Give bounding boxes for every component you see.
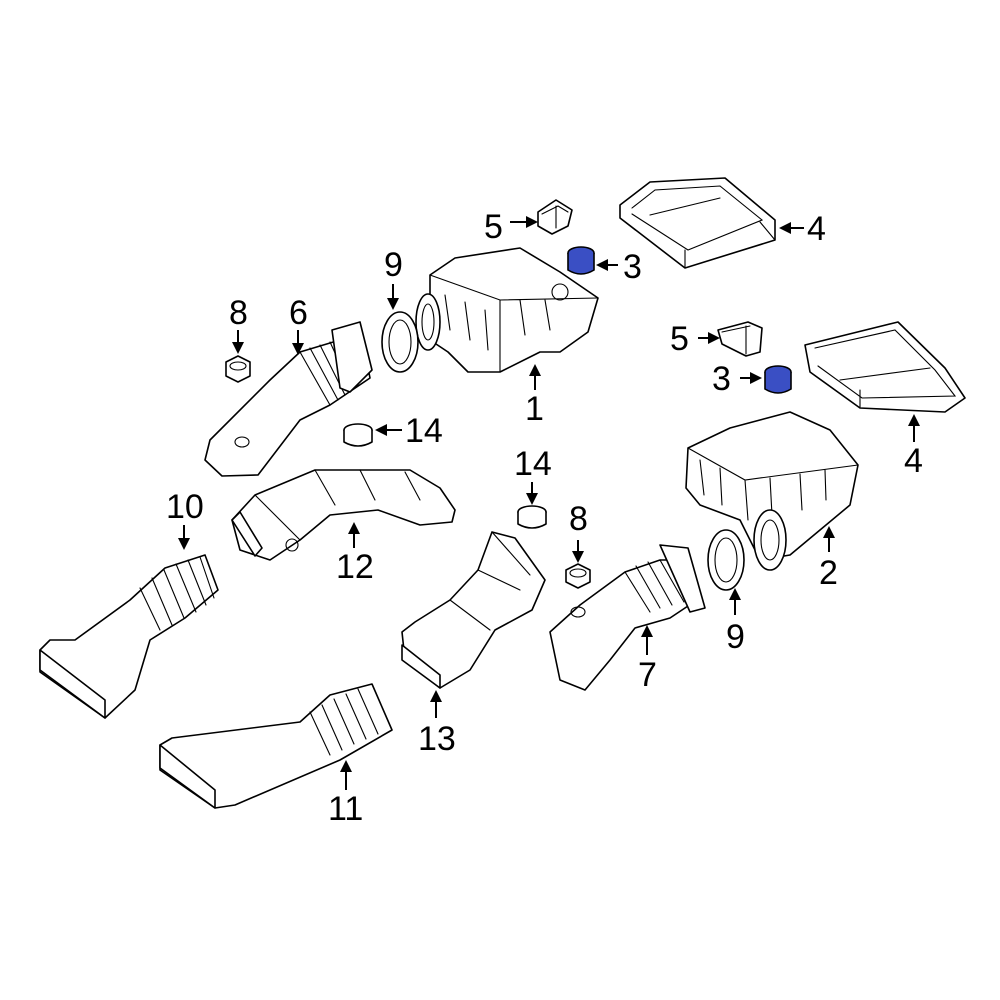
cap-lower[interactable] <box>764 365 792 394</box>
callout-6: 6 <box>289 294 308 332</box>
callout-4-lower: 4 <box>904 442 923 480</box>
air-filter-lower[interactable] <box>804 321 966 413</box>
plug-upper[interactable] <box>343 423 373 447</box>
callout-8-right: 8 <box>569 500 588 538</box>
callout-3-upper: 3 <box>623 248 642 286</box>
callout-labels: 5 3 4 9 1 8 6 14 12 10 11 13 14 8 7 9 2 … <box>166 208 923 828</box>
sensor-lower[interactable] <box>717 321 763 357</box>
plug-lower[interactable] <box>517 505 547 529</box>
callout-14-upper: 14 <box>405 412 443 450</box>
grommet-left[interactable] <box>225 355 251 383</box>
callout-9-lower: 9 <box>726 618 745 656</box>
callout-7: 7 <box>638 656 657 694</box>
air-duct-center[interactable] <box>231 469 456 561</box>
sensor-upper[interactable] <box>537 199 573 235</box>
lower-duct[interactable] <box>159 683 393 809</box>
callout-13: 13 <box>418 720 456 758</box>
callout-9-upper: 9 <box>384 246 403 284</box>
air-filter-upper[interactable] <box>619 177 776 269</box>
air-box-upper[interactable] <box>415 247 599 373</box>
callout-2: 2 <box>819 554 838 592</box>
callout-11: 11 <box>328 790 363 828</box>
callout-10: 10 <box>166 488 204 526</box>
intake-duct-left[interactable] <box>204 321 373 477</box>
callout-3-lower: 3 <box>712 360 731 398</box>
seal-ring-lower[interactable] <box>707 529 745 591</box>
callout-5-lower: 5 <box>670 320 689 358</box>
grommet-right[interactable] <box>565 563 591 589</box>
air-box-lower[interactable] <box>685 411 859 571</box>
seal-ring-upper[interactable] <box>381 311 419 373</box>
intake-duct-right[interactable] <box>549 544 706 691</box>
callout-5-upper: 5 <box>484 208 503 246</box>
callout-1: 1 <box>525 390 544 428</box>
callout-14-lower: 14 <box>514 445 552 483</box>
leader-arrows <box>178 216 920 790</box>
duct-center-lower[interactable] <box>401 531 546 689</box>
callout-4-upper: 4 <box>807 210 826 248</box>
callout-12: 12 <box>336 548 374 586</box>
callout-8-left: 8 <box>229 294 248 332</box>
cap-upper[interactable] <box>567 246 595 275</box>
resonator-duct-left[interactable] <box>39 554 219 719</box>
